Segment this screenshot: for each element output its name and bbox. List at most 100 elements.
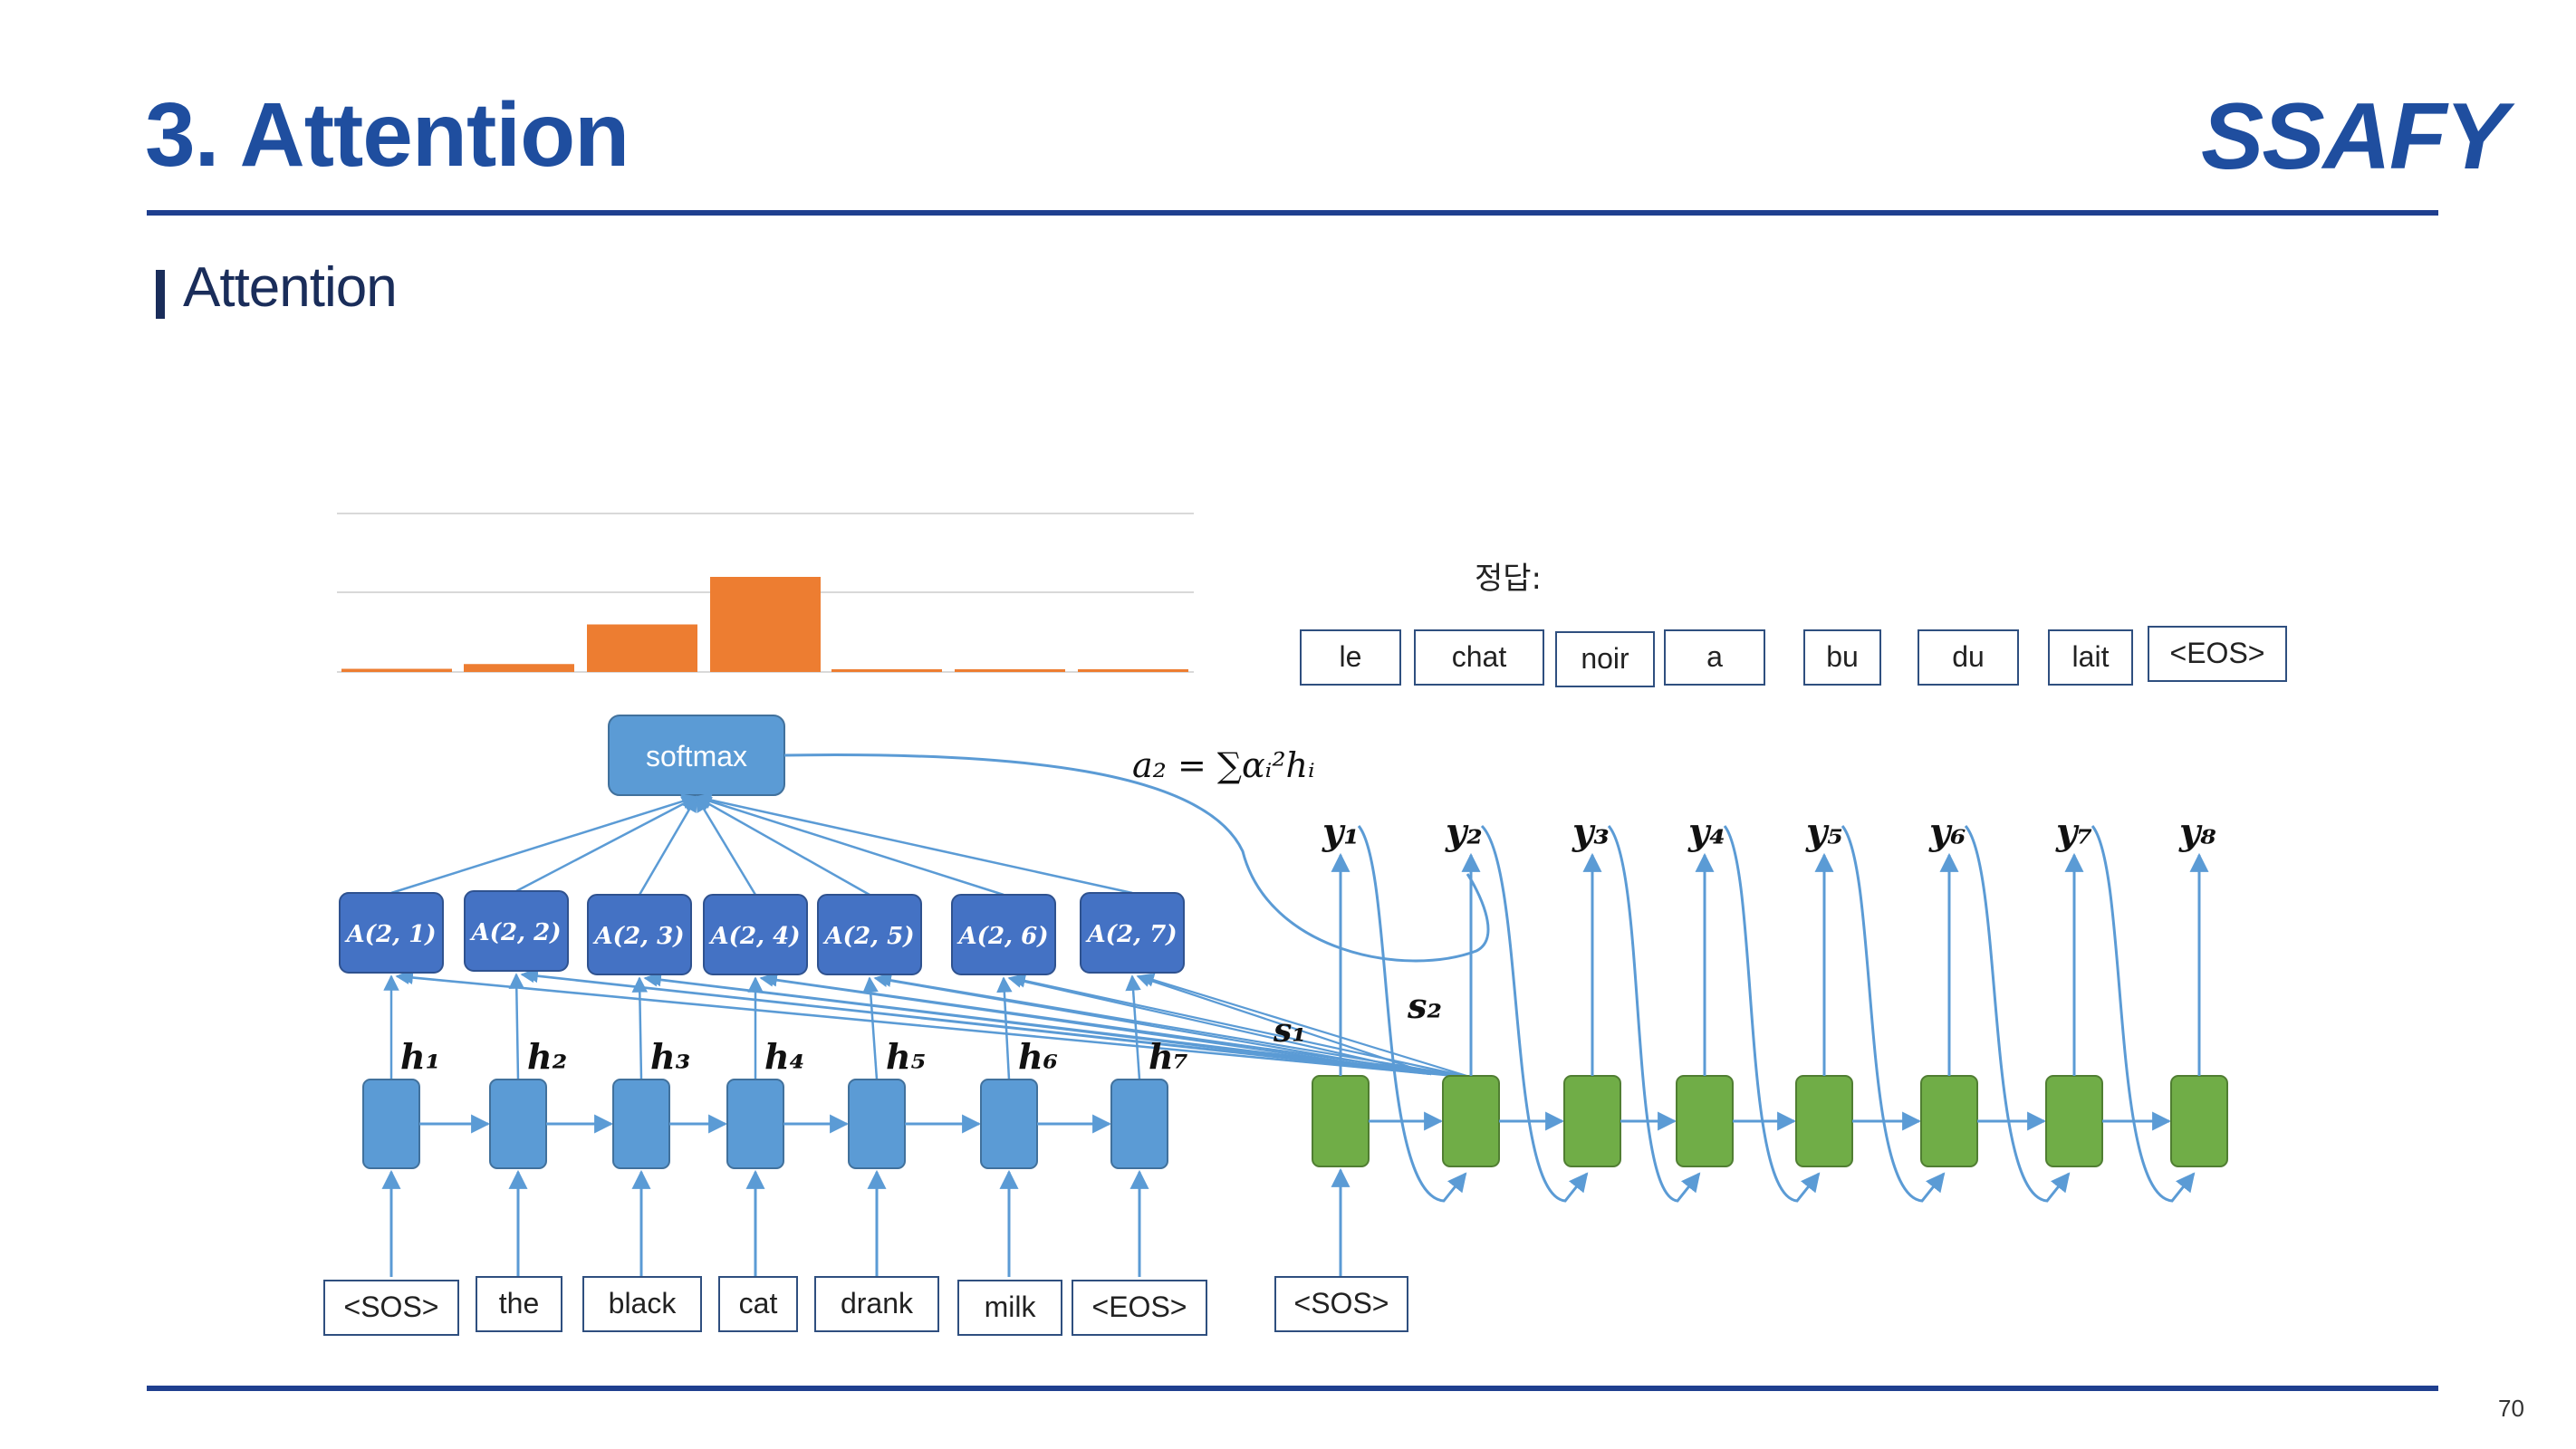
hidden-to-score-arrow <box>862 976 879 1080</box>
answer-token-box <box>1555 631 1655 687</box>
decoder-state-label: s₂ <box>1407 985 1442 1026</box>
attention-score-label: A(2, 2) <box>468 919 561 946</box>
decoder-output-label: y₂ <box>1445 811 1483 853</box>
decoder-cell <box>1312 1075 1370 1167</box>
softmax-label: softmax <box>646 740 747 772</box>
footer-divider <box>147 1386 2438 1391</box>
hidden-state-label: h₂ <box>527 1036 567 1077</box>
context-vector-formula: a₂ = ∑αᵢ²hᵢ <box>1132 745 1315 785</box>
state-to-score-arrow <box>1136 974 1432 1076</box>
decoder-input-box <box>1274 1276 1408 1332</box>
score-to-softmax-arrow <box>390 793 698 895</box>
attention-score-box <box>817 894 922 975</box>
state-to-score-arrow <box>1011 974 1474 1080</box>
attention-score-label: A(2, 4) <box>707 923 800 950</box>
answer-token: du <box>1952 640 1985 673</box>
input-token-box <box>1072 1280 1207 1336</box>
hidden-state-label: h₄ <box>764 1036 804 1077</box>
score-to-softmax-arrow <box>695 792 1133 895</box>
answer-token: a <box>1706 640 1723 673</box>
answer-token: lait <box>2072 640 2110 673</box>
input-token: <EOS> <box>1092 1291 1187 1323</box>
feedback-arrow <box>1841 825 1946 1203</box>
decoder-cell <box>2170 1075 2228 1167</box>
answer-label: 정답: <box>1475 561 1542 597</box>
answer-token: le <box>1340 640 1362 673</box>
input-token: <SOS> <box>344 1291 439 1323</box>
attention-score-box <box>587 894 692 975</box>
input-token-box <box>582 1276 702 1332</box>
decoder-output-label: y₆ <box>1928 811 1966 853</box>
decoder-output-label: y₄ <box>1687 811 1725 853</box>
answer-token-box <box>1918 629 2019 686</box>
input-token-box <box>323 1280 459 1336</box>
feedback-arrow <box>1607 825 1701 1203</box>
state-to-score-arrow <box>1007 974 1432 1076</box>
answer-token: bu <box>1826 640 1859 673</box>
attention-score-box <box>703 894 808 975</box>
input-token-box <box>957 1280 1062 1336</box>
attention-score-label: A(2, 6) <box>956 923 1048 950</box>
title-divider <box>147 210 2438 216</box>
hidden-state-label: h₆ <box>1018 1036 1058 1077</box>
decoder-output-label: y₅ <box>1805 811 1843 853</box>
answer-token-box <box>1414 629 1544 686</box>
decoder-input-token: <SOS> <box>1294 1287 1389 1319</box>
decoder-cell <box>1676 1075 1734 1167</box>
input-token-box <box>814 1276 939 1332</box>
hidden-state-label: h₁ <box>400 1036 440 1077</box>
attention-score-label: A(2, 7) <box>1084 921 1177 948</box>
attention-score-label: A(2, 3) <box>591 923 684 950</box>
decoder-cell <box>1442 1075 1500 1167</box>
input-token: black <box>609 1287 678 1319</box>
attention-score-label: A(2, 5) <box>822 923 914 950</box>
attention-weight-chart <box>337 513 1194 673</box>
encoder-cell <box>848 1079 906 1169</box>
score-to-softmax-arrow <box>695 795 870 897</box>
attention-bar <box>831 669 942 672</box>
input-token-box <box>476 1276 562 1332</box>
attention-score-box <box>464 890 569 972</box>
score-to-softmax-arrow <box>638 795 698 896</box>
feedback-arrow <box>1964 825 2071 1203</box>
hidden-state-label: h₇ <box>1149 1036 1188 1077</box>
section-subtitle: Attention <box>183 256 398 319</box>
attention-score-label: A(2, 1) <box>343 921 436 948</box>
answer-token-box <box>1803 629 1881 686</box>
encoder-cell <box>1110 1079 1168 1169</box>
state-to-score-arrow <box>1139 973 1474 1080</box>
decoder-output-label: y₃ <box>1572 811 1610 853</box>
feedback-arrow <box>1723 825 1821 1203</box>
feedback-arrow <box>1480 824 1589 1203</box>
decoder-output-label: y₇ <box>2055 811 2093 853</box>
answer-token-box <box>1664 629 1765 686</box>
encoder-cell <box>980 1079 1038 1169</box>
attention-score-box <box>339 892 444 974</box>
ssafy-logo: SSAFY <box>2201 84 2508 189</box>
answer-token: noir <box>1581 642 1629 675</box>
score-to-softmax-arrow <box>695 795 757 896</box>
input-token: drank <box>841 1287 914 1319</box>
encoder-cell <box>489 1079 547 1169</box>
hidden-to-score-arrow <box>1125 974 1141 1080</box>
page-number: 70 <box>2498 1395 2524 1422</box>
decoder-cell <box>1920 1075 1978 1167</box>
attention-bar <box>1078 669 1188 672</box>
attention-bar <box>464 664 574 672</box>
answer-token: <EOS> <box>2170 637 2265 669</box>
feedback-arrow <box>2091 825 2196 1203</box>
encoder-cell <box>362 1079 420 1169</box>
encoder-cell <box>612 1079 670 1169</box>
answer-token-box <box>2048 629 2133 686</box>
input-token: the <box>499 1287 539 1319</box>
hidden-to-score-arrow <box>508 973 525 1080</box>
attention-bar <box>587 624 697 672</box>
hidden-state-label: h₃ <box>650 1036 690 1077</box>
decoder-output-label: y₁ <box>1322 811 1360 853</box>
context-flow-curve <box>783 753 1490 963</box>
answer-token: chat <box>1452 640 1507 673</box>
state-to-score-arrow <box>873 973 1432 1076</box>
decoder-cell <box>1563 1075 1621 1167</box>
encoder-cell <box>726 1079 784 1169</box>
